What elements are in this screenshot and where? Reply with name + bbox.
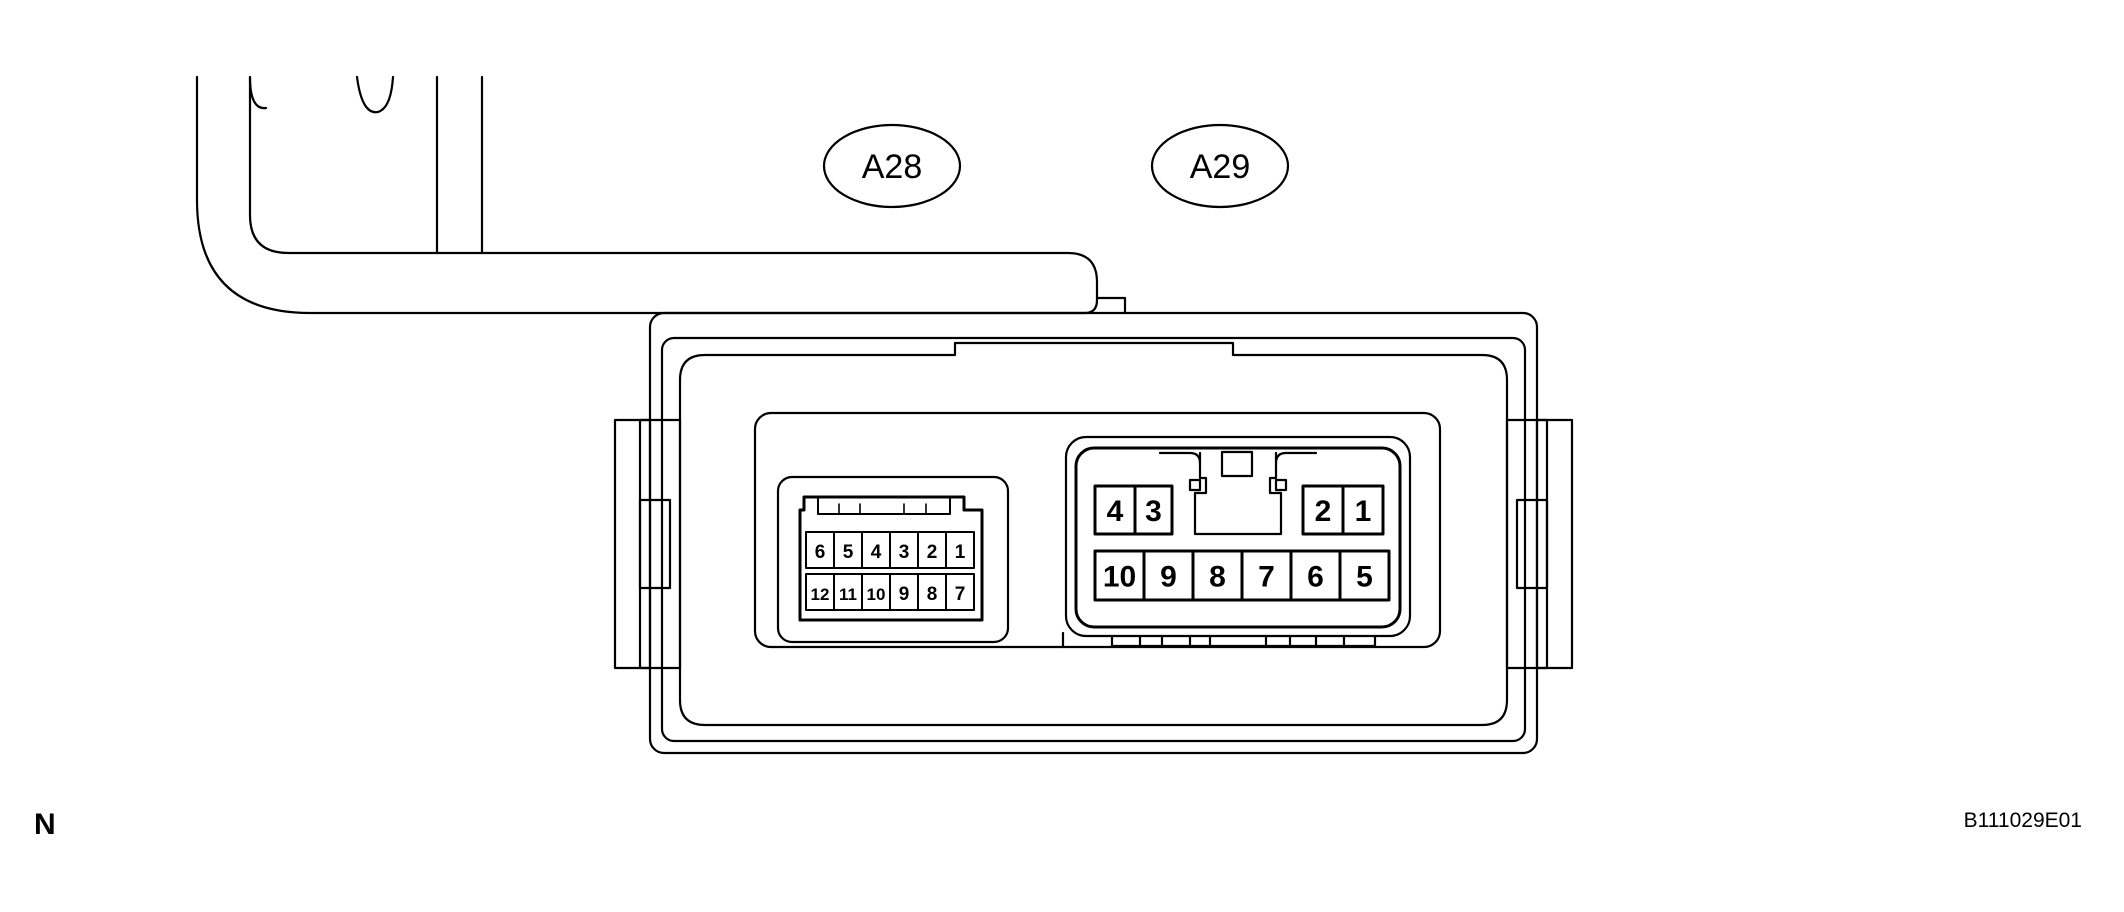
- a29-connector: [1064, 435, 1412, 648]
- a28-pin-label: 8: [927, 584, 938, 605]
- connector-housing: [613, 311, 1574, 755]
- a28-pin-label: 9: [899, 584, 910, 605]
- a29-pin-cell: [1341, 484, 1385, 536]
- a28-pin-cell: [945, 573, 975, 611]
- a29-pin-label: 7: [1258, 561, 1275, 594]
- a28-pin-label: 12: [811, 585, 830, 604]
- a28-pin-cell: [945, 531, 975, 569]
- view-marker: N: [34, 808, 56, 841]
- a29-pin-label: 3: [1145, 495, 1162, 528]
- a28-pin-label: 10: [867, 585, 886, 604]
- a29-pin-cell: [1338, 549, 1391, 602]
- a28-pin-label: 6: [815, 542, 826, 563]
- a29-pin-label: 8: [1209, 561, 1226, 594]
- a29-pin-label: 10: [1103, 561, 1136, 594]
- a28-label-ellipse: [822, 123, 962, 209]
- a29-pin-label: 6: [1307, 561, 1324, 594]
- a29-pin-label: 4: [1107, 495, 1124, 528]
- a29-pin-label: 2: [1315, 495, 1332, 528]
- a28-label: A28: [862, 148, 923, 186]
- a29-label: A29: [1190, 148, 1251, 186]
- a29-pin-label: 1: [1355, 495, 1372, 528]
- figure-code: B111029E01: [1964, 809, 2082, 832]
- a28-pin-label: 1: [955, 542, 966, 563]
- a28-connector: [776, 475, 1010, 644]
- a28-pin-label: 7: [955, 584, 966, 605]
- a28-pin-label: 5: [843, 542, 854, 563]
- a28-pin-label: 3: [899, 542, 910, 563]
- a28-pin-label: 11: [839, 585, 857, 604]
- a29-pin-label: 5: [1356, 561, 1373, 594]
- a29-pin-cell: [1133, 484, 1174, 536]
- a28-pin-label: 4: [871, 542, 882, 563]
- a29-pin-label: 9: [1160, 561, 1177, 594]
- a28-pin-label: 2: [927, 542, 938, 563]
- wire-harness: [195, 75, 1127, 315]
- a29-label-ellipse: [1150, 123, 1290, 209]
